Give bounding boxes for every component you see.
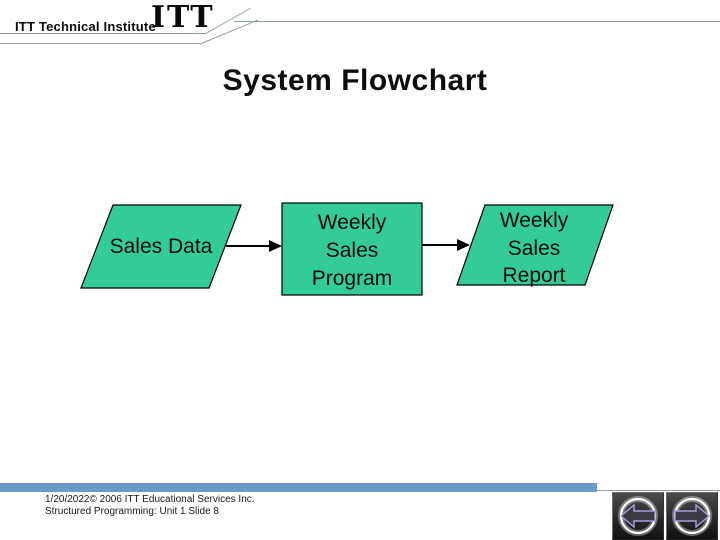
- footer-thin-line: [597, 490, 720, 491]
- right-arrow-icon: [672, 496, 712, 536]
- left-arrow-icon: [618, 496, 658, 536]
- slide-nav: [612, 492, 718, 540]
- header-decoration-lines: [0, 7, 720, 45]
- node-label: Weekly: [318, 211, 387, 234]
- node-label: Sales: [508, 237, 561, 260]
- footer-text: 1/20/2022© 2006 ITT Educational Services…: [45, 494, 255, 518]
- flowchart-node-weekly-sales-report: [456, 204, 614, 286]
- brand-text: ITT Technical Institute: [15, 19, 156, 34]
- slide-title: System Flowchart: [222, 64, 488, 97]
- itt-logo: ITT: [151, 0, 215, 35]
- node-label: Sales: [326, 239, 379, 262]
- flowchart-node-weekly-sales-program: [281, 202, 423, 296]
- node-label: Report: [502, 264, 565, 287]
- nav-forward-button[interactable]: [666, 492, 718, 540]
- flow-arrow-2-head: [457, 239, 470, 251]
- footer-course-info: Structured Programming: Unit 1 Slide 8: [45, 506, 219, 517]
- node-label: Program: [312, 267, 393, 290]
- flow-arrow-1-head: [269, 240, 282, 252]
- flowchart-node-sales-data: [80, 204, 242, 289]
- footer-copyright: 1/20/2022© 2006 ITT Educational Services…: [45, 494, 255, 505]
- node-label: Sales Data: [110, 235, 213, 258]
- nav-back-button[interactable]: [612, 492, 664, 540]
- node-label: Weekly: [500, 209, 569, 232]
- footer-accent-bar: [0, 483, 597, 492]
